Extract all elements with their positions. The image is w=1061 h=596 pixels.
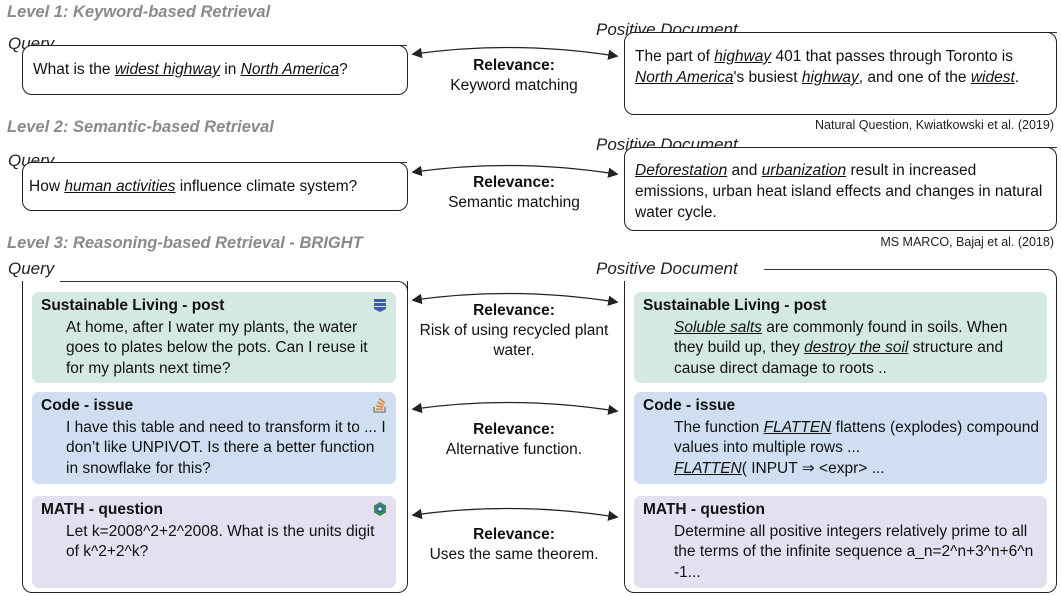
card-text: Soluble salts are commonly found in soil… [643, 318, 1039, 380]
stack-layers-icon [374, 299, 386, 312]
level1-query-box: What is the widest highway in North Amer… [22, 45, 408, 95]
card-title: Sustainable Living - post [643, 297, 827, 314]
stack-overflow-icon [373, 397, 386, 413]
query-text: influence climate system? [175, 178, 358, 195]
doc-card-math: MATH - question Determine all positive i… [634, 496, 1047, 588]
doc-text: and [727, 162, 762, 179]
level1-doc-box: The part of highway 401 that passes thro… [624, 32, 1057, 115]
query-text: How [29, 178, 65, 195]
keyword-highlight: human activities [64, 178, 176, 195]
level3-query-label: Query [8, 259, 57, 279]
relevance-description: Risk of using recycled plant water. [419, 322, 609, 359]
relevance-title: Relevance: [473, 526, 555, 543]
reasoning-highlight: FLATTEN [763, 418, 832, 436]
card-text: Determine all positive integers relative… [674, 522, 1034, 581]
keyword-highlight: North America [635, 69, 734, 86]
doc-text: result in increased emissions, urban hea… [635, 162, 1043, 221]
card-text: I have this table and need to transform … [66, 418, 386, 477]
level3-relevance-2: Relevance: Alternative function. [418, 420, 610, 460]
doc-text: ( INPUT ⇒ <expr> ... [741, 459, 885, 477]
keyword-highlight: widest highway [114, 61, 220, 78]
card-text: The function FLATTEN flattens (explodes)… [643, 418, 1039, 480]
math-se-icon [374, 502, 386, 516]
doc-text: The part of [635, 48, 715, 65]
level3-title: Level 3: Reasoning-based Retrieval - BRI… [7, 234, 363, 252]
card-title: Sustainable Living - post [41, 297, 225, 314]
card-text: At home, after I water my plants, the wa… [66, 318, 368, 377]
level1-arrow [411, 46, 619, 60]
keyword-highlight: North America [240, 61, 340, 78]
semantic-highlight: Deforestation [635, 162, 728, 179]
card-text: Let k=2008^2+2^2008. What is the units d… [66, 522, 375, 561]
level3-relevance-3: Relevance: Uses the same theorem. [418, 525, 610, 565]
level1-citation: Natural Question, Kwiatkowski et al. (20… [815, 118, 1054, 132]
semantic-highlight: urbanization [761, 162, 847, 179]
level3-doc-line [764, 269, 1046, 270]
relevance-description: Uses the same theorem. [429, 546, 599, 563]
reasoning-highlight: FLATTEN [674, 459, 742, 477]
query-card-math: MATH - question Let k=2008^2+2^2008. Wha… [32, 496, 396, 588]
level3-arrow-2 [411, 401, 619, 415]
level3-arrow-1 [411, 292, 619, 306]
level2-title: Level 2: Semantic-based Retrieval [7, 118, 274, 136]
doc-text: 401 that passes through Toronto is [771, 48, 1013, 65]
doc-text: , and one of the [858, 69, 971, 86]
doc-text: . [1014, 69, 1020, 86]
query-card-sustainable-living: Sustainable Living - post At home, after… [32, 292, 396, 383]
level1-title: Level 1: Keyword-based Retrieval [7, 3, 271, 21]
relevance-title: Relevance: [473, 421, 555, 438]
level2-doc-box: Deforestation and urbanization result in… [624, 147, 1057, 231]
query-text: in [219, 61, 241, 78]
card-title: MATH - question [41, 501, 163, 518]
doc-text: structure and cause direct damage to roo… [674, 339, 1004, 377]
keyword-highlight: highway [801, 69, 859, 86]
level2-arrow [411, 164, 619, 178]
relevance-description: Alternative function. [445, 441, 583, 458]
query-card-code-issue: Code - issue I have this table and need … [32, 392, 396, 484]
relevance-description: Semantic matching [448, 194, 580, 211]
level3-arrow-3 [411, 507, 619, 521]
doc-text: The function [674, 418, 764, 436]
reasoning-highlight: destroy the soil [804, 339, 909, 356]
relevance-description: Keyword matching [450, 77, 578, 94]
level2-citation: MS MARCO, Bajaj et al. (2018) [880, 235, 1054, 249]
query-text: ? [339, 61, 348, 78]
doc-text: flattens (explodes) compound values into… [674, 418, 1040, 457]
level1-relevance: Relevance: Keyword matching [418, 56, 610, 96]
relevance-title: Relevance: [473, 57, 555, 74]
relevance-title: Relevance: [473, 174, 555, 191]
reasoning-highlight: Soluble salts [674, 318, 762, 336]
level2-query-box: How human activities influence climate s… [22, 162, 408, 211]
level3-query-line [60, 281, 397, 282]
level3-doc-label: Positive Document [596, 259, 740, 279]
level2-relevance: Relevance: Semantic matching [418, 173, 610, 213]
card-title: MATH - question [643, 501, 765, 518]
card-title: Code - issue [643, 397, 736, 414]
keyword-highlight: widest [970, 69, 1015, 86]
doc-text: 's busiest [733, 69, 802, 86]
doc-text: are commonly found in soils. When they b… [674, 318, 1008, 357]
doc-card-code-issue: Code - issue The function FLATTEN flatte… [634, 392, 1047, 484]
relevance-title: Relevance: [473, 302, 555, 319]
query-text: What is the [33, 61, 115, 78]
card-title: Code - issue [41, 397, 134, 414]
level3-relevance-1: Relevance: Risk of using recycled plant … [418, 301, 610, 361]
doc-card-sustainable-living: Sustainable Living - post Soluble salts … [634, 292, 1047, 383]
keyword-highlight: highway [714, 48, 772, 65]
